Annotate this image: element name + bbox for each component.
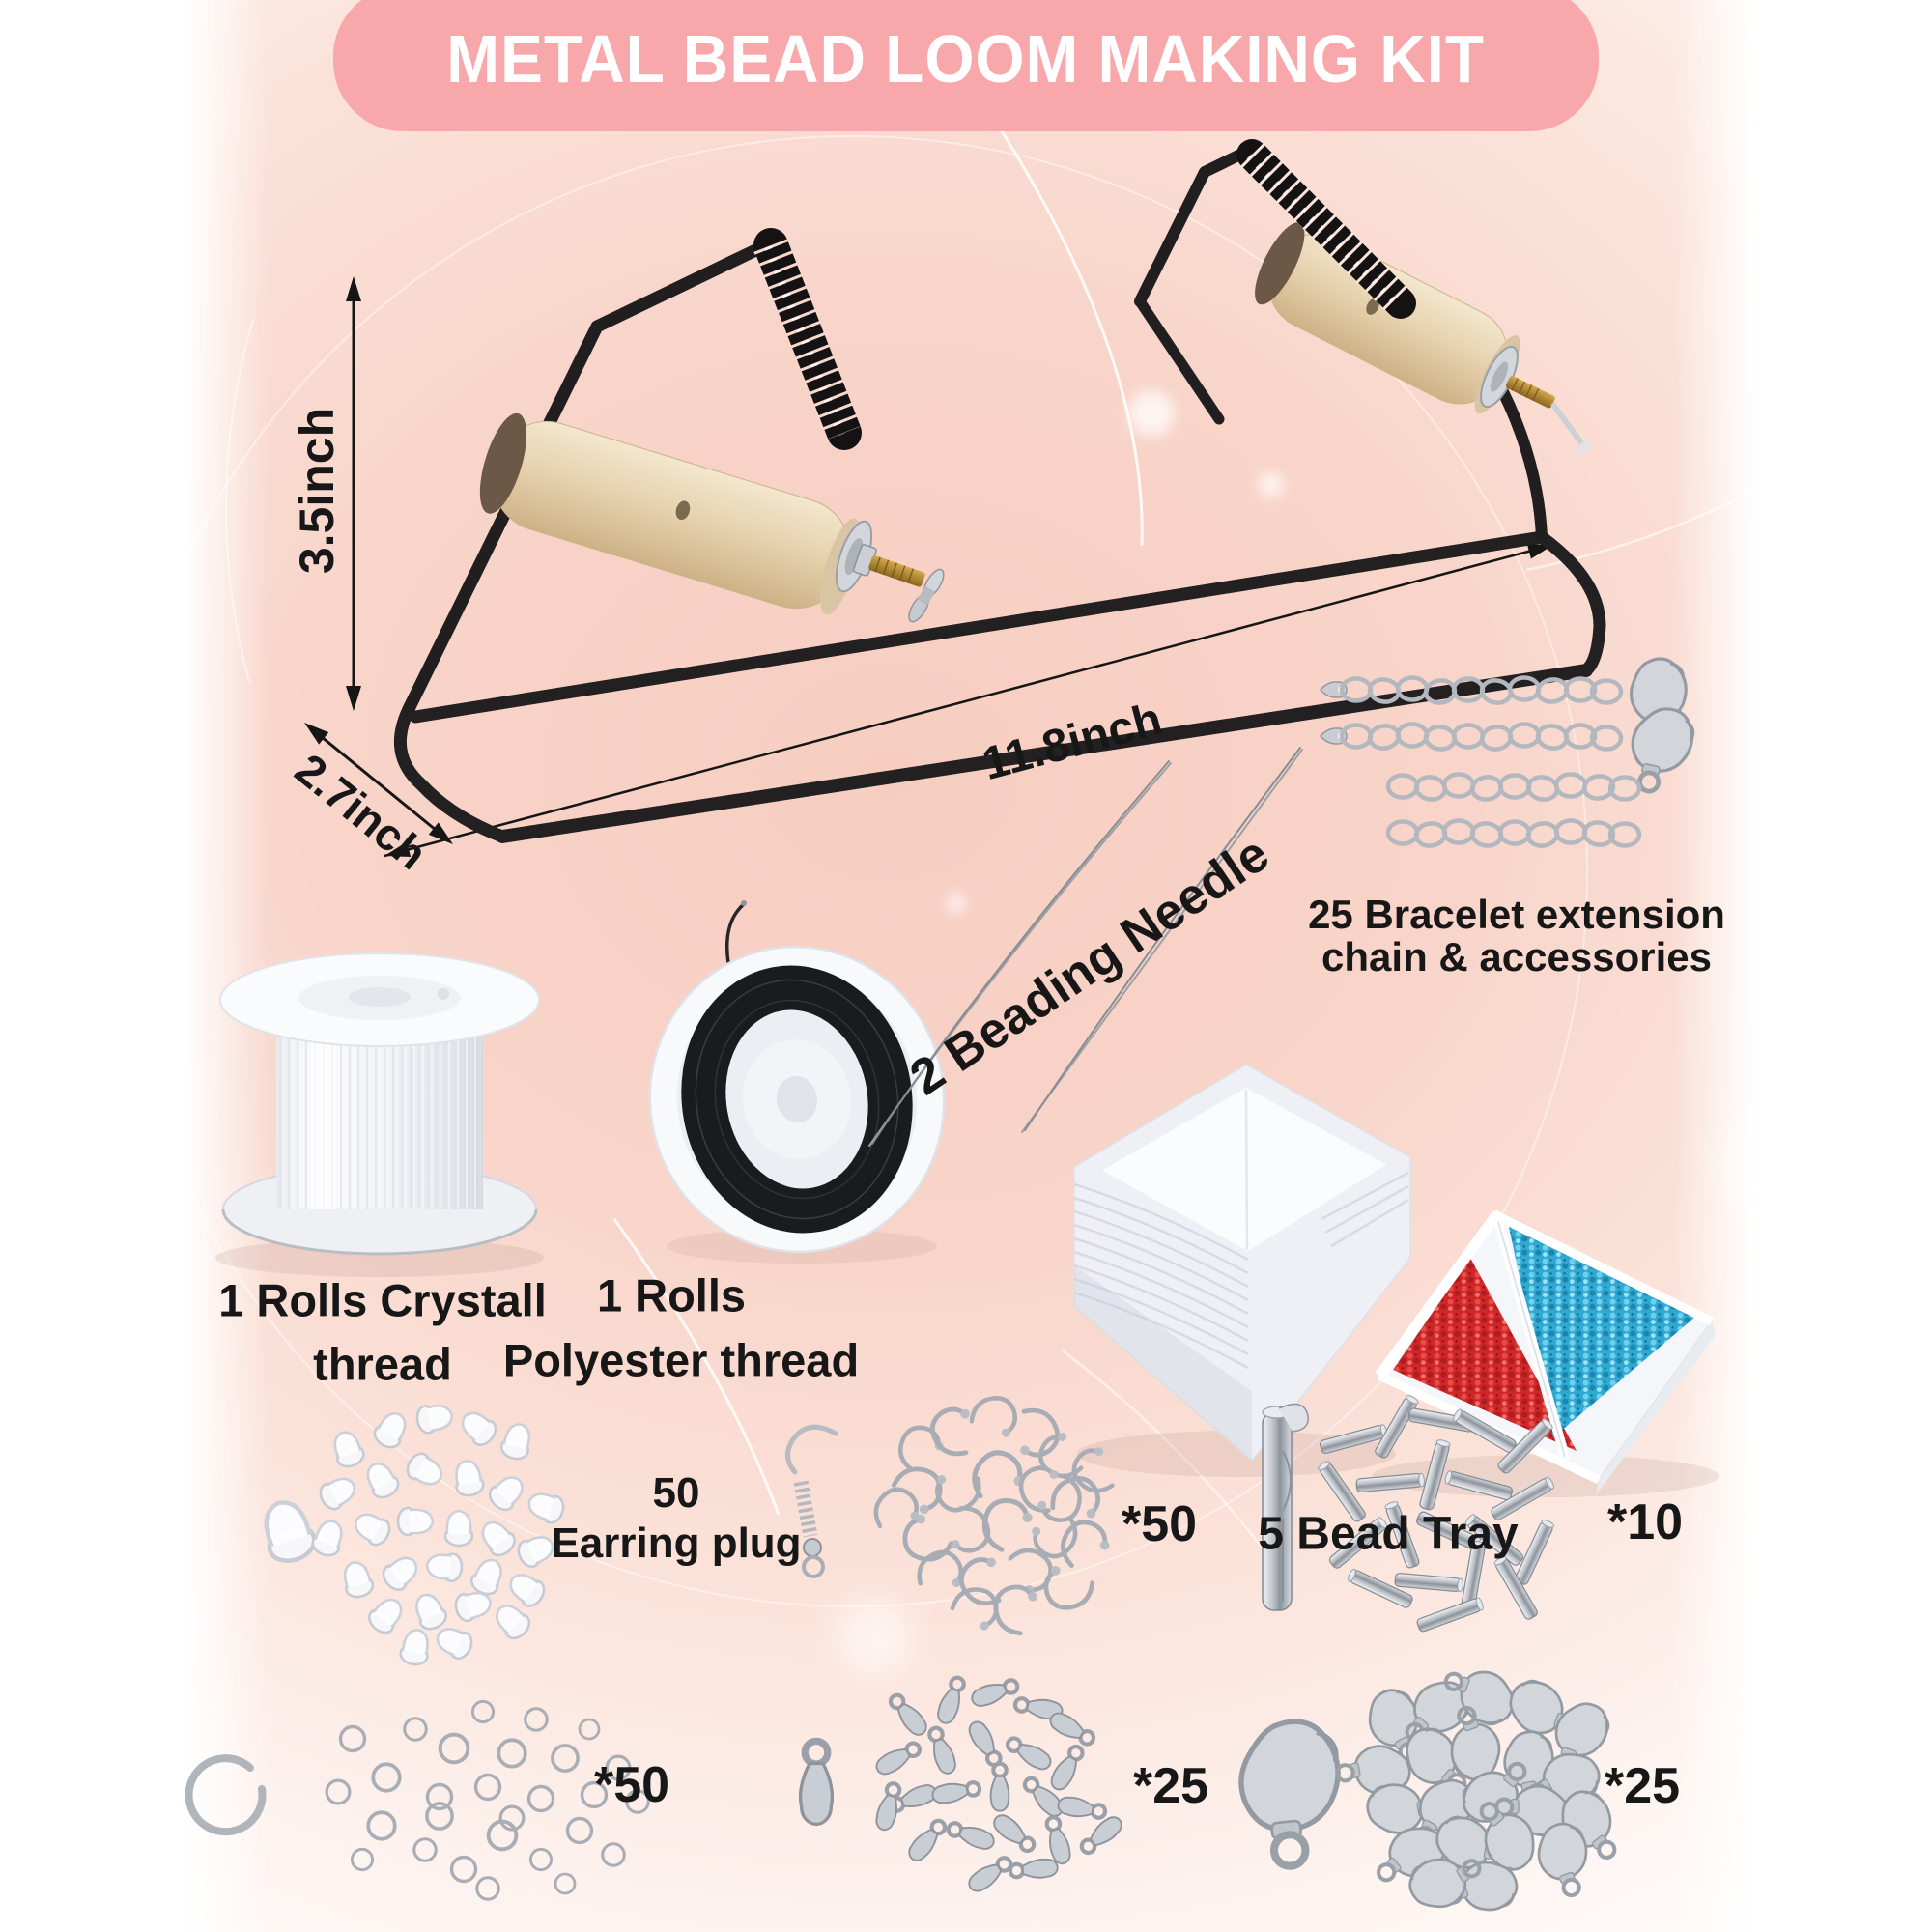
- chains-label-line1: 25 Bracelet extension: [1308, 892, 1725, 937]
- beading-needles: [868, 747, 1303, 1147]
- earring-hooks-pile: [867, 1395, 1126, 1636]
- lobster-clasps-count: *25: [1604, 1758, 1681, 1814]
- dimension-height-label: 3.5inch: [290, 407, 344, 575]
- earring-hooks-count: *50: [1121, 1496, 1198, 1552]
- drop-ends-count: *25: [1132, 1758, 1209, 1814]
- jump-rings-count: *50: [593, 1757, 670, 1813]
- slide-tubes-count: *10: [1606, 1494, 1684, 1550]
- bokeh-dot: [836, 1599, 913, 1676]
- extension-chain: [1388, 821, 1639, 848]
- bokeh-dot: [947, 894, 966, 913]
- loom-right-spring: [1236, 139, 1416, 319]
- loom-left-wingnut: [835, 520, 945, 623]
- earring-plugs-pile: [257, 1400, 569, 1668]
- crystal-thread-label-line1: 1 Rolls Crystall: [218, 1274, 547, 1326]
- jump-ring: [185, 1754, 267, 1836]
- crystal-thread-spool: [215, 952, 544, 1277]
- crystal-thread-label-line2: thread: [313, 1338, 452, 1390]
- loom-illustration: [304, 139, 1606, 858]
- drop-end: [801, 1741, 833, 1824]
- bead-tray-stack: [1073, 1064, 1411, 1477]
- red-beads: [1393, 1258, 1577, 1451]
- polyester-thread-spool: [648, 900, 946, 1264]
- polyester-thread-label-line1: 1 Rolls: [596, 1269, 747, 1321]
- blue-beads: [1509, 1227, 1694, 1437]
- lobster-clasp: [1236, 1718, 1348, 1870]
- earring-plug-label-line1: 50: [652, 1469, 700, 1517]
- earring-plug-label-line2: Earring plug: [551, 1520, 802, 1567]
- title-banner: METAL BEAD LOOM MAKING KIT: [333, 0, 1599, 131]
- bokeh-dot: [1259, 472, 1284, 497]
- slide-tube-clasp: [1262, 1403, 1309, 1611]
- product-title: METAL BEAD LOOM MAKING KIT: [446, 21, 1486, 97]
- bokeh-dot: [1719, 1111, 1826, 1217]
- chains-label-line2: chain & accessories: [1321, 934, 1712, 980]
- loom-left-frame: [403, 228, 945, 714]
- dimension-arrow-depth: [304, 723, 453, 844]
- loom-rails: [393, 530, 1606, 843]
- loom-left-spring: [753, 228, 862, 450]
- extension-chain: [1388, 775, 1639, 802]
- polyester-thread-label-line2: Polyester thread: [502, 1334, 860, 1386]
- loom-right-wingnut: [1480, 345, 1592, 454]
- dimension-arrow-height: [346, 276, 361, 711]
- loom-left-roller: [479, 412, 861, 615]
- drop-ends-pile: [873, 1675, 1125, 1895]
- earring-hook: [785, 1424, 838, 1578]
- decorative-arcs: [225, 123, 1747, 1566]
- bokeh-dot: [1128, 390, 1175, 437]
- bead-tray-label: 5 Bead Tray: [1258, 1508, 1519, 1560]
- bead-tray-with-beads: [1372, 1210, 1719, 1497]
- loom-right-frame: [1134, 139, 1592, 543]
- lobster-clasps-pile: [1334, 1660, 1634, 1924]
